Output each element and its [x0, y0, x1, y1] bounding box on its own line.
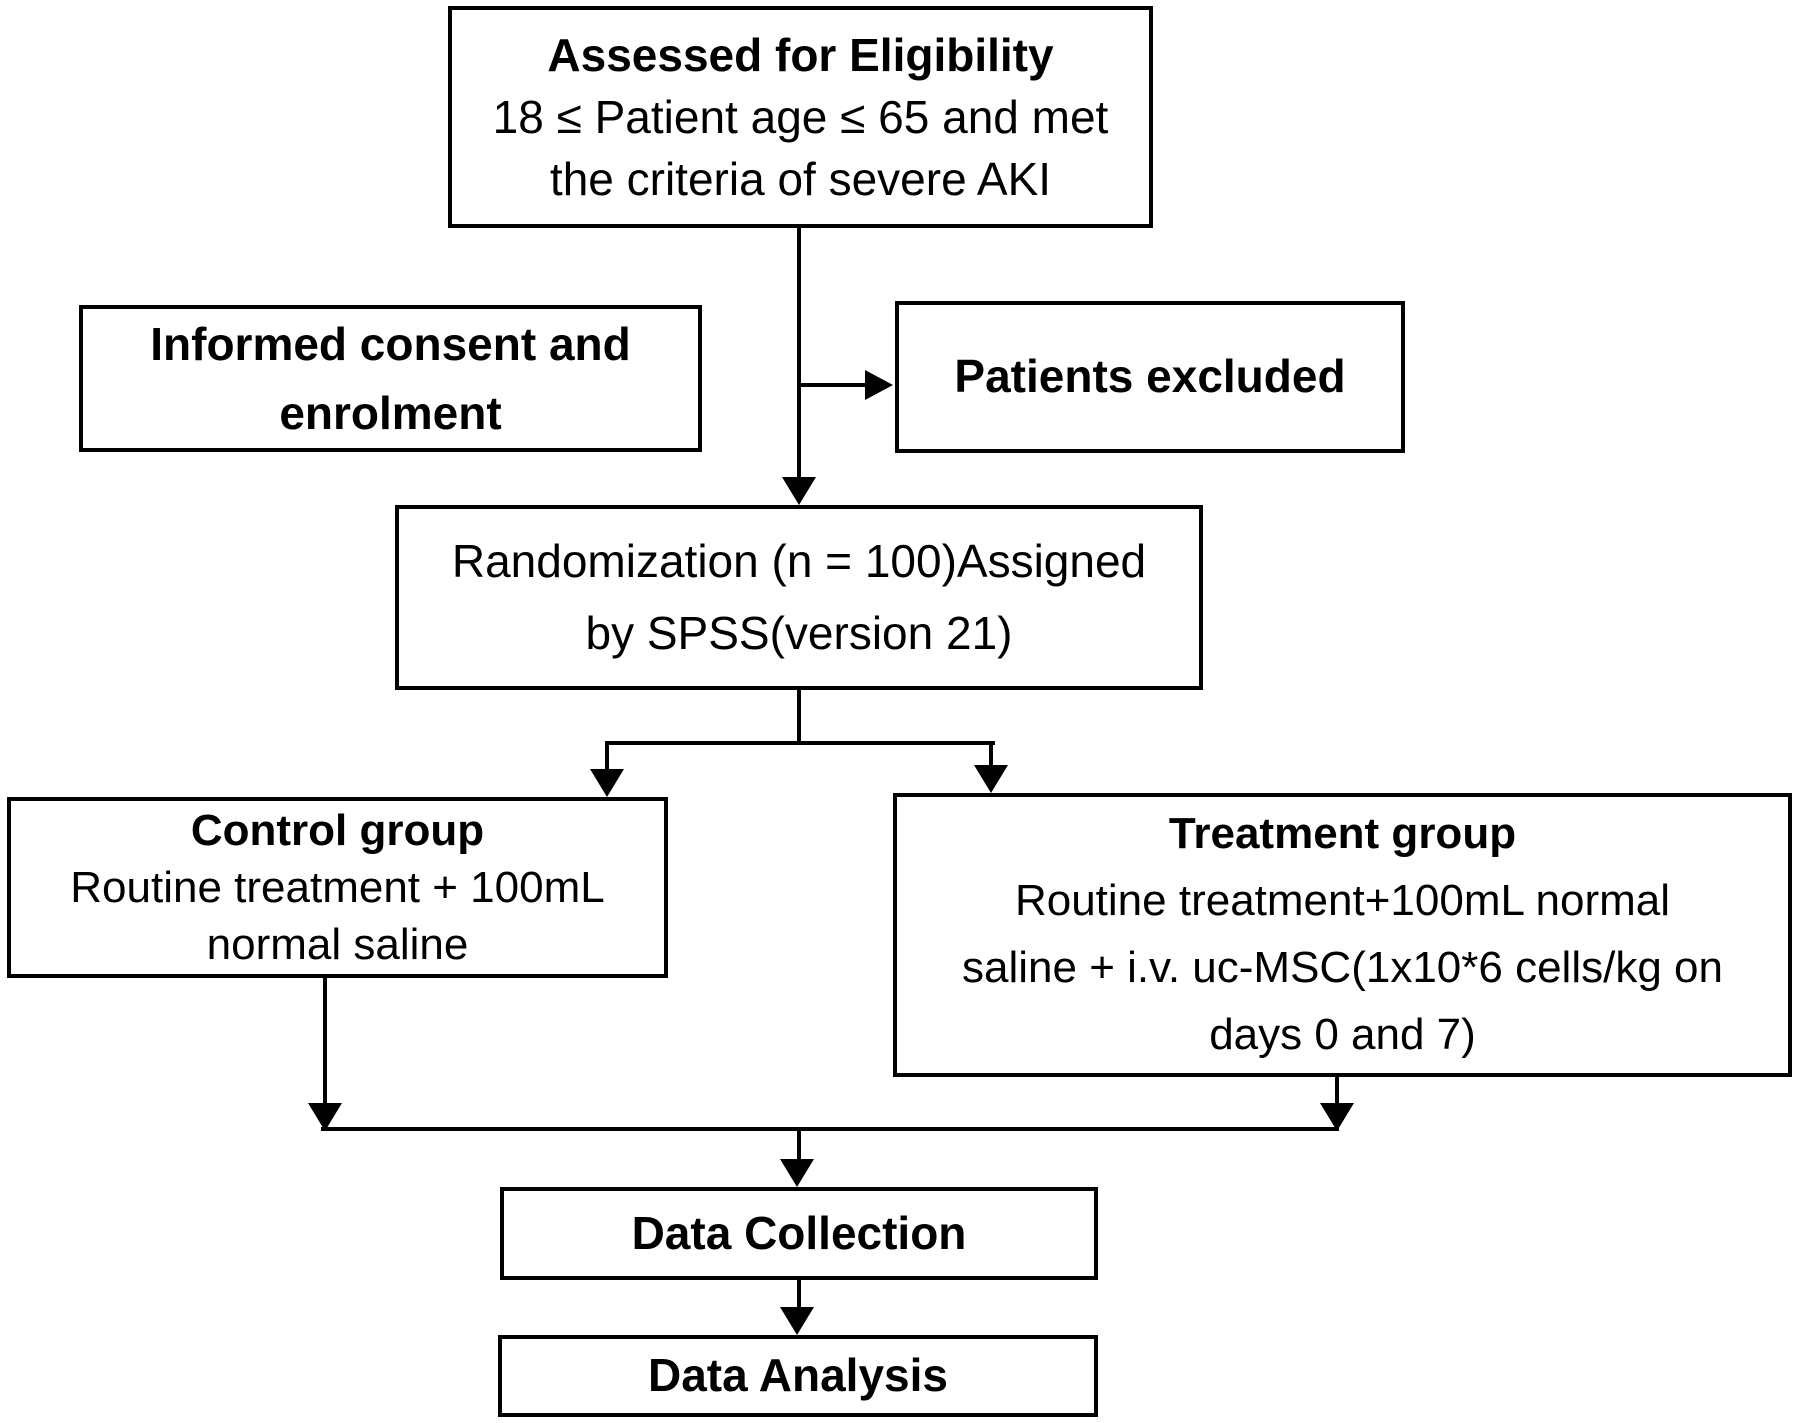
connector-merge-to-data-collection — [797, 1131, 801, 1159]
arrowhead-into-control — [590, 769, 624, 797]
assessed-title: Assessed for Eligibility — [547, 28, 1054, 81]
control-line-1: Routine treatment + 100mL — [70, 862, 605, 912]
treatment-line-2: saline + i.v. uc-MSC(1x10*6 cells/kg on — [962, 943, 1723, 992]
arrowhead-into-data-analysis — [780, 1307, 814, 1335]
connector-treatment-to-merge — [1335, 1077, 1339, 1105]
connector-to-patients-excluded — [799, 383, 867, 387]
arrowhead-into-patients-excluded — [865, 370, 893, 400]
assessed-line-2: the criteria of severe AKI — [549, 153, 1052, 206]
flow-box-informed-consent: Informed consent and enrolment — [79, 305, 702, 452]
arrowhead-into-data-collection — [780, 1159, 814, 1187]
flow-box-data-analysis: Data Analysis — [498, 1335, 1098, 1417]
flow-box-control-group: Control group Routine treatment + 100mL … — [7, 797, 668, 978]
control-title: Control group — [190, 805, 485, 855]
connector-branch-to-control — [605, 741, 609, 771]
excluded-title: Patients excluded — [954, 350, 1346, 403]
arrowhead-control-merge — [308, 1103, 342, 1131]
assessed-line-1: 18 ≤ Patient age ≤ 65 and met — [492, 90, 1109, 143]
branch-bar — [605, 741, 995, 745]
connector-assessed-to-randomization — [797, 228, 801, 478]
data-analysis-title: Data Analysis — [648, 1349, 948, 1402]
control-line-2: normal saline — [206, 920, 469, 970]
flow-box-patients-excluded: Patients excluded — [895, 301, 1405, 453]
arrowhead-into-randomization — [782, 477, 816, 505]
arrowhead-into-treatment — [974, 765, 1008, 793]
flow-box-assessed-for-eligibility: Assessed for Eligibility 18 ≤ Patient ag… — [448, 6, 1153, 228]
flow-box-randomization: Randomization (n = 100)Assigned by SPSS(… — [395, 505, 1203, 690]
randomization-line-2: by SPSS(version 21) — [585, 606, 1013, 659]
connector-randomization-stub — [797, 690, 801, 745]
connector-collection-to-analysis — [797, 1280, 801, 1307]
informed-line-2: enrolment — [279, 386, 502, 439]
flow-box-data-collection: Data Collection — [500, 1187, 1098, 1280]
treatment-line-3: days 0 and 7) — [1209, 1009, 1476, 1059]
treatment-line-1: Routine treatment+100mL normal — [1014, 876, 1671, 926]
randomization-line-1: Randomization (n = 100)Assigned — [451, 535, 1147, 588]
arrowhead-treatment-merge — [1320, 1103, 1354, 1131]
connector-branch-to-treatment — [989, 741, 993, 767]
informed-line-1: Informed consent and — [150, 317, 631, 370]
merge-bar — [321, 1127, 1339, 1131]
connector-control-to-merge — [323, 978, 327, 1105]
data-collection-title: Data Collection — [631, 1206, 967, 1259]
flow-box-treatment-group: Treatment group Routine treatment+100mL … — [893, 793, 1792, 1077]
treatment-title: Treatment group — [1168, 809, 1517, 859]
